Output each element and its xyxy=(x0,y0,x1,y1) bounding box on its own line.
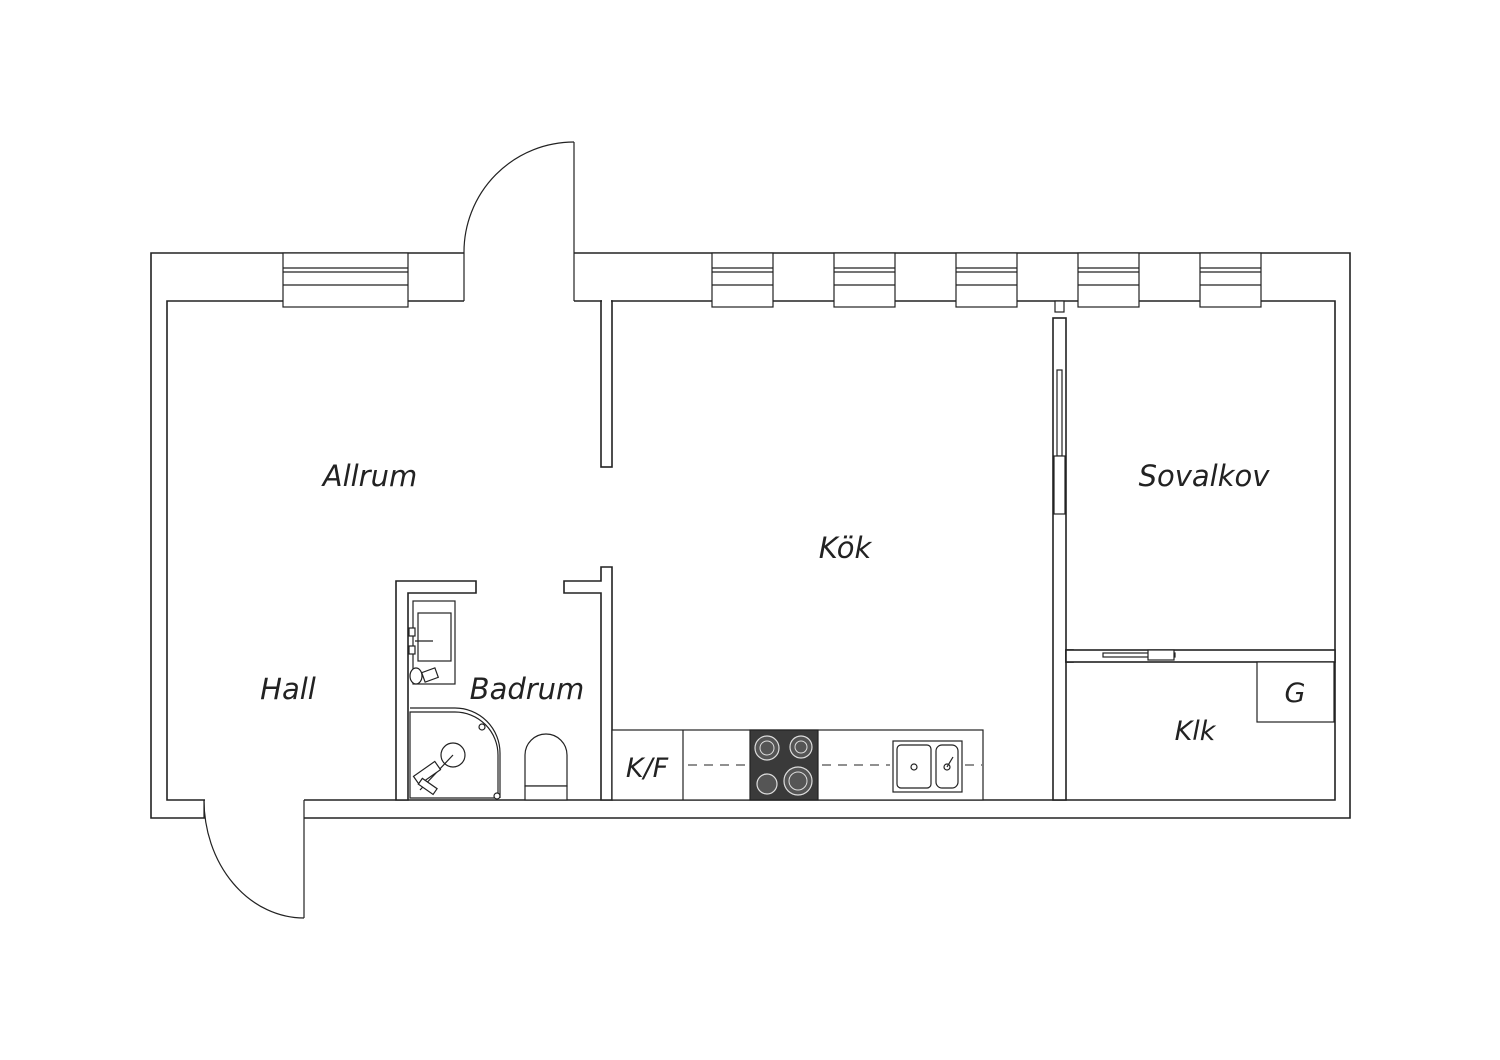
room-label-sovalkov: Sovalkov xyxy=(1139,459,1271,493)
shower-corner xyxy=(409,707,501,800)
wall-notch xyxy=(1054,300,1065,313)
room-label-badrum: Badrum xyxy=(470,672,585,706)
room-label-allrum: Allrum xyxy=(321,459,418,493)
kitchen-counter xyxy=(611,729,984,801)
window-allrum xyxy=(282,252,409,308)
door-swing-top xyxy=(463,141,575,254)
room-label-kok: Kök xyxy=(819,531,873,565)
entry-door-opening-top xyxy=(464,252,574,302)
room-label-hall: Hall xyxy=(260,672,316,706)
room-label-g: G xyxy=(1285,678,1306,709)
stove xyxy=(749,729,819,801)
bathroom-fixtures xyxy=(408,600,568,801)
kitchen-sink xyxy=(892,740,963,793)
toilet xyxy=(524,733,568,801)
room-label-kf: K/F xyxy=(626,753,669,784)
interior-walls xyxy=(395,299,1336,801)
window-sovalkov-1 xyxy=(1077,252,1140,308)
closet-box xyxy=(1256,661,1335,723)
windows xyxy=(282,252,1262,313)
window-sovalkov-2 xyxy=(1199,252,1262,308)
door-swing-bottom xyxy=(203,799,305,919)
window-kok-1 xyxy=(711,252,774,308)
entry-door-opening-bottom xyxy=(205,799,304,819)
window-kok-3 xyxy=(955,252,1018,308)
window-kok-2 xyxy=(833,252,896,308)
drain xyxy=(409,667,440,685)
room-label-klk: Klk xyxy=(1175,716,1217,747)
